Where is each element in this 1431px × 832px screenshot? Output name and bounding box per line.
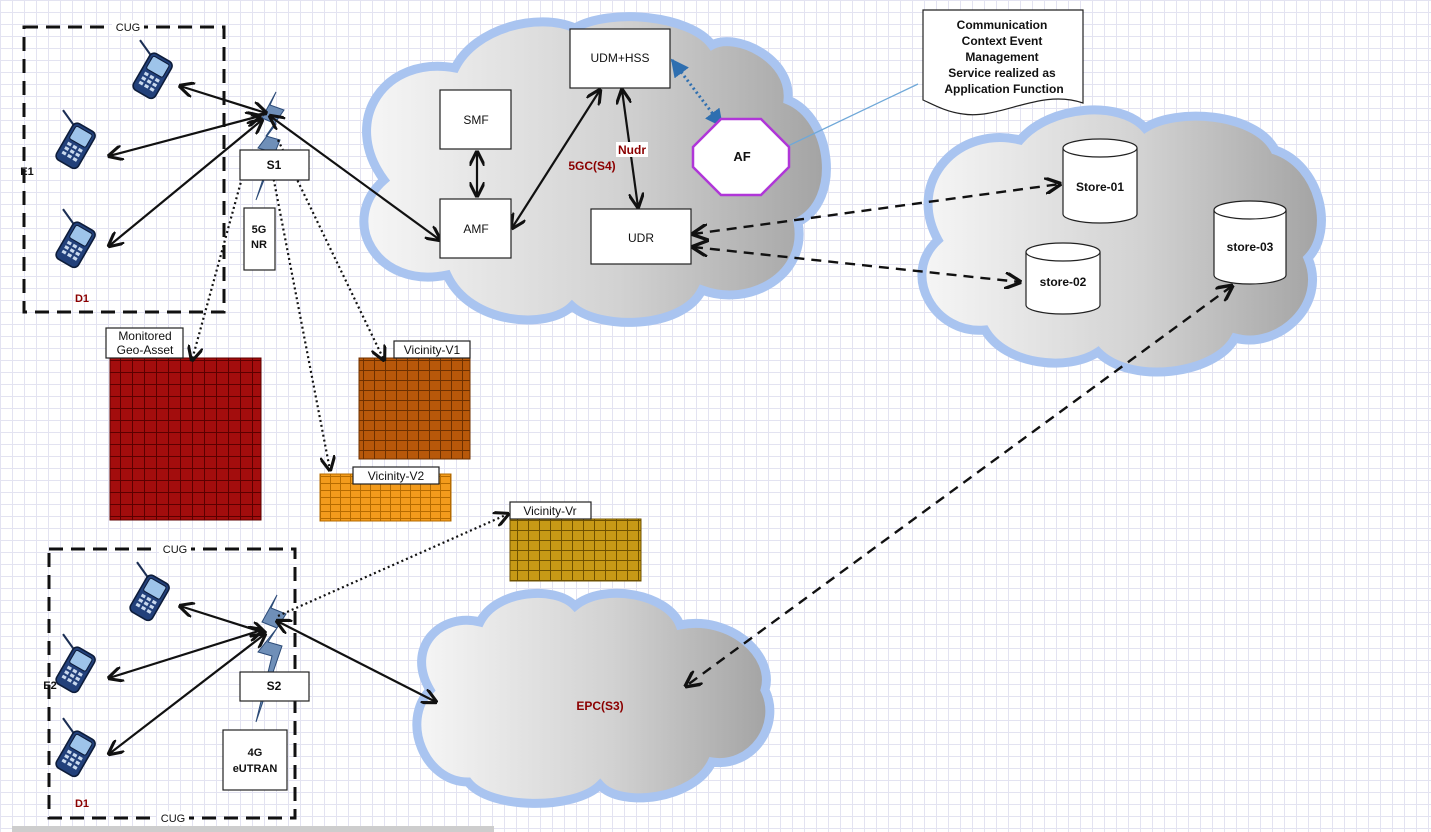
connection-lines bbox=[109, 58, 1232, 754]
af-node[interactable]: AF bbox=[691, 117, 791, 197]
svg-text:AMF: AMF bbox=[463, 222, 488, 236]
cug-box-top bbox=[22, 25, 226, 314]
cug-label-bg bbox=[112, 20, 144, 34]
svg-text:eUTRAN: eUTRAN bbox=[233, 763, 278, 775]
cug-label: CUG bbox=[161, 813, 185, 825]
af-callout: Communication Context Event Management S… bbox=[922, 9, 1084, 116]
device-d1-label: D1 bbox=[75, 798, 89, 810]
svg-text:Service realized as: Service realized as bbox=[948, 66, 1056, 80]
store-02[interactable]: store-02 bbox=[1025, 242, 1101, 315]
svg-text:Monitored: Monitored bbox=[118, 329, 171, 343]
vicinity-v2-label: Vicinity-V2 bbox=[352, 466, 440, 485]
svg-text:SMF: SMF bbox=[463, 113, 488, 127]
phone-icon bbox=[53, 109, 99, 172]
monitored-geo-asset-grid bbox=[109, 357, 262, 521]
svg-text:Application Function: Application Function bbox=[944, 82, 1063, 96]
udr-node[interactable]: UDR bbox=[590, 208, 692, 265]
entity-e1-label: E1 bbox=[20, 166, 33, 178]
phone-icon bbox=[53, 633, 99, 696]
svg-text:AF: AF bbox=[733, 149, 750, 164]
svg-text:NR: NR bbox=[251, 239, 267, 251]
udm-hss-node[interactable]: UDM+HSS bbox=[569, 28, 671, 89]
phone-icon bbox=[53, 208, 99, 271]
svg-text:Geo-Asset: Geo-Asset bbox=[117, 343, 174, 357]
cug-label-bg bbox=[159, 542, 191, 556]
phone-icon bbox=[127, 561, 173, 624]
svg-text:Context Event: Context Event bbox=[962, 34, 1043, 48]
amf-node[interactable]: AMF bbox=[439, 198, 512, 259]
svg-text:Communication: Communication bbox=[957, 18, 1048, 32]
phone-icon bbox=[130, 39, 176, 102]
phone-icon bbox=[53, 717, 99, 780]
store-03[interactable]: store-03 bbox=[1213, 200, 1287, 285]
svg-text:Store-01: Store-01 bbox=[1076, 180, 1124, 194]
svg-text:S2: S2 bbox=[267, 679, 282, 693]
tech-5g-nr-box: 5G NR bbox=[243, 207, 276, 271]
svg-text:store-03: store-03 bbox=[1227, 240, 1274, 254]
station-s2[interactable]: S2 bbox=[239, 671, 310, 702]
monitored-geo-asset-label: Monitored Geo-Asset bbox=[105, 327, 184, 359]
cug-label: CUG bbox=[163, 544, 187, 556]
device-d1-label: D1 bbox=[75, 293, 89, 305]
vicinity-vr-grid bbox=[509, 518, 642, 582]
cug-label-bg bbox=[157, 811, 189, 825]
svg-text:S1: S1 bbox=[267, 158, 282, 172]
core-5g-label: 5GC(S4) bbox=[568, 159, 615, 173]
vicinity-v1-label: Vicinity-V1 bbox=[393, 340, 471, 359]
svg-text:UDM+HSS: UDM+HSS bbox=[590, 51, 649, 65]
vicinity-v1-grid bbox=[358, 357, 471, 460]
store-01[interactable]: Store-01 bbox=[1062, 138, 1138, 224]
svg-text:Vicinity-V2: Vicinity-V2 bbox=[368, 469, 425, 483]
svg-text:5G: 5G bbox=[252, 224, 267, 236]
svg-text:UDR: UDR bbox=[628, 231, 654, 245]
entity-e2-label: E2 bbox=[43, 680, 56, 692]
nudr-label: Nudr bbox=[618, 143, 646, 157]
antenna-4g-icon bbox=[255, 594, 287, 723]
tech-4g-eutran-box: 4G eUTRAN bbox=[222, 729, 288, 791]
svg-text:Vicinity-V1: Vicinity-V1 bbox=[404, 343, 461, 357]
svg-text:Vicinity-Vr: Vicinity-Vr bbox=[523, 504, 576, 518]
svg-text:store-02: store-02 bbox=[1040, 275, 1087, 289]
svg-text:4G: 4G bbox=[248, 747, 263, 759]
smf-node[interactable]: SMF bbox=[439, 89, 512, 150]
cug-label: CUG bbox=[116, 22, 140, 34]
station-s1[interactable]: S1 bbox=[239, 149, 310, 181]
horizontal-scrollbar[interactable] bbox=[12, 826, 494, 832]
nudr-label-bg bbox=[616, 142, 648, 157]
epc-label: EPC(S3) bbox=[576, 699, 623, 713]
svg-text:Management: Management bbox=[965, 50, 1038, 64]
vicinity-vr-label: Vicinity-Vr bbox=[509, 501, 592, 520]
